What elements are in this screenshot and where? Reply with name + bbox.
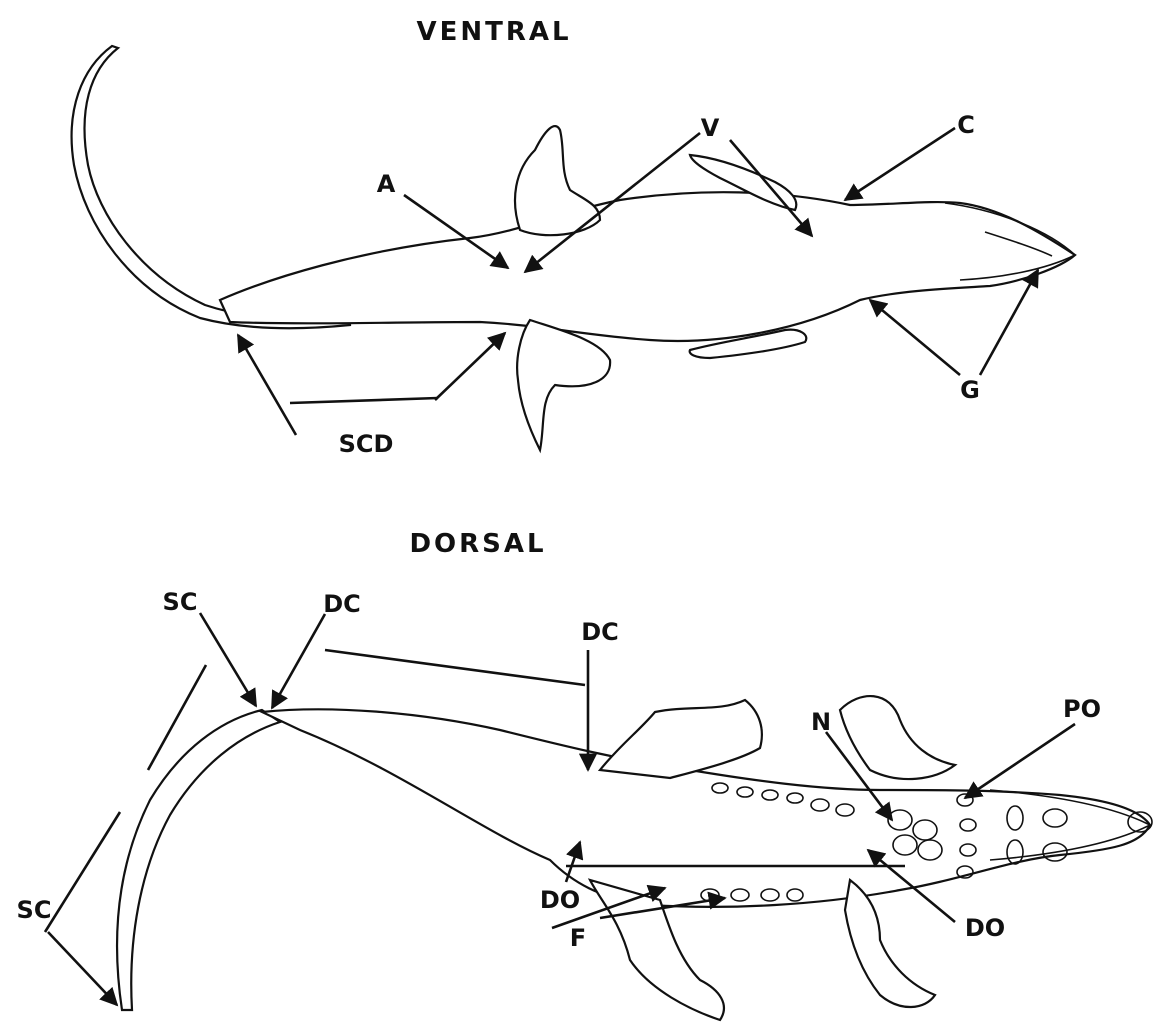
ventral-crocodile-drawing — [72, 46, 1075, 450]
label-F: F — [570, 924, 586, 952]
label-DC-right: DC — [581, 618, 619, 646]
dorsal-crocodile-drawing — [117, 696, 1152, 1020]
bracket-SCD — [290, 398, 438, 403]
label-DO-right: DO — [965, 914, 1005, 942]
dorsal-forelimb-upper — [840, 696, 955, 779]
label-A: A — [377, 170, 396, 198]
ventral-hindlimb-upper — [515, 126, 600, 235]
label-DO-left: DO — [540, 886, 580, 914]
arrow-PO — [965, 724, 1075, 798]
label-SC-top: SC — [163, 588, 198, 616]
bracket-SC-lower — [45, 812, 120, 932]
arrow-SC-top — [200, 613, 256, 706]
label-SCD: SCD — [339, 430, 394, 458]
dorsal-tail — [117, 710, 280, 1010]
arrow-G-left — [870, 300, 960, 375]
arrow-SC-left — [48, 932, 117, 1005]
ventral-heading: VENTRAL — [416, 17, 571, 47]
arrow-SCD-right — [435, 333, 505, 400]
arrow-C — [845, 128, 955, 200]
label-G: G — [960, 376, 980, 404]
dorsal-hindlimb-upper — [600, 700, 762, 778]
label-DC-left: DC — [323, 590, 361, 618]
ventral-body — [220, 192, 1075, 341]
dorsal-heading: DORSAL — [409, 529, 546, 559]
label-PO: PO — [1063, 695, 1101, 723]
ventral-hindlimb-lower — [517, 320, 610, 450]
arrow-SCD-left — [238, 335, 296, 435]
label-C: C — [957, 111, 975, 139]
label-N: N — [811, 708, 831, 736]
bracket-DC — [325, 650, 585, 685]
dorsal-forelimb-lower — [845, 880, 935, 1007]
label-V: V — [701, 114, 720, 142]
label-SC-left: SC — [17, 896, 52, 924]
arrow-DC-left — [272, 614, 325, 708]
